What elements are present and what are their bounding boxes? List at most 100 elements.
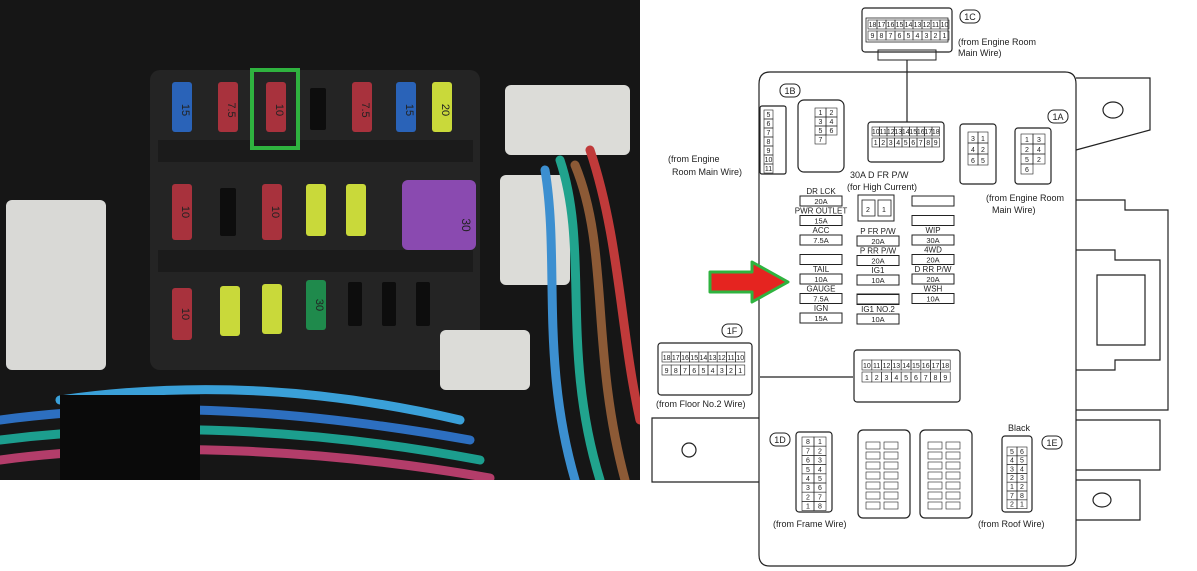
pin-label: 5	[806, 467, 810, 474]
fuse-amperage: 7.5A	[813, 236, 828, 245]
mount-bracket-lower-right	[1076, 419, 1161, 471]
fuse-slot	[911, 215, 955, 226]
pin-label: 14	[700, 355, 708, 362]
pin-label: 10	[765, 157, 773, 164]
pin-label: 5	[818, 476, 822, 483]
pin-label: 5	[981, 158, 985, 165]
pin-cell	[865, 471, 881, 480]
connector-bottom-center-b	[919, 429, 973, 519]
pin-label: 5	[701, 368, 705, 375]
photo-fuse-label: 30	[313, 299, 325, 311]
photo-fuse	[266, 82, 286, 132]
pin-cell	[1016, 499, 1028, 509]
fuse-name: ACC	[813, 226, 830, 235]
fuse-amperage: 10A	[871, 276, 884, 285]
pin-label: 2	[830, 110, 834, 117]
pin-cell	[813, 501, 827, 511]
pin-label: 7	[767, 130, 771, 137]
pin-label: 7	[819, 137, 823, 144]
high-current-line1: 30A D FR P/W	[850, 170, 909, 180]
photo-fuse	[346, 184, 366, 236]
pin-cell	[945, 441, 961, 450]
photo-fuse	[172, 184, 192, 240]
pin-cell	[945, 501, 961, 510]
pin-label: 6	[971, 158, 975, 165]
connector-source: (from Roof Wire)	[978, 519, 1045, 529]
fuse-name: D RR P/W	[915, 265, 952, 274]
photo-fuse-label: 10	[179, 206, 191, 218]
connector-source: (from Frame Wire)	[773, 519, 847, 529]
pin-cell	[883, 481, 899, 490]
pin-label: 18	[663, 355, 671, 362]
pin-label: 11	[765, 166, 772, 173]
fuse-slot	[799, 234, 843, 246]
fuse-slot	[911, 195, 955, 207]
pin-label: 3	[806, 485, 810, 492]
pin-label: 2	[1010, 475, 1014, 482]
connector-source-line1: (from Engine Room	[986, 193, 1064, 203]
fuse-slot	[856, 293, 900, 305]
fuse-amperage: 30A	[926, 236, 939, 245]
pin-label: 16	[887, 22, 895, 29]
box-outline	[758, 71, 1077, 567]
pin-label: 1	[874, 140, 878, 147]
pin-cell	[735, 364, 746, 376]
pin-cell	[735, 351, 746, 363]
pin-label: 4	[1010, 458, 1014, 465]
pin-cell	[883, 441, 899, 450]
red-arrow	[708, 260, 790, 304]
pin-label: 9	[934, 140, 938, 147]
pin-label: 8	[934, 375, 938, 382]
photo-fuse-label: 10	[273, 104, 285, 116]
pin-cell	[940, 371, 951, 383]
pin-cell	[883, 501, 899, 510]
pin-label: 16	[917, 129, 925, 136]
fuse-slot	[911, 273, 955, 285]
fuse-amperage: 20A	[926, 256, 939, 265]
photo-large-fuse-label: 30	[459, 218, 473, 232]
fuse-slot	[856, 235, 900, 247]
fuse-name: 4WD	[924, 246, 942, 255]
pin-label: 6	[898, 33, 902, 40]
pin-label: 6	[1020, 449, 1024, 456]
mount-bracket-bottom-right	[1076, 479, 1141, 521]
pin-label: 8	[926, 140, 930, 147]
pin-label: 3	[889, 140, 893, 147]
pin-label: 7	[818, 494, 822, 501]
fuse-name: GAUGE	[807, 285, 836, 294]
connector-source-line2: Main Wire)	[958, 48, 1002, 58]
pin-label: 11	[880, 129, 887, 136]
pin-cell	[945, 461, 961, 470]
pin-label: 17	[878, 22, 886, 29]
fuse-slot	[799, 312, 843, 324]
fuse-name: WSH	[924, 285, 943, 294]
pin-label: 2	[934, 33, 938, 40]
fuse-slot	[911, 254, 955, 265]
pin-cell	[883, 451, 899, 460]
photo-fuse-label: 7.5	[225, 102, 237, 117]
pin-label: 2	[729, 368, 733, 375]
pin-label: 1	[865, 375, 869, 382]
photo-fuse	[396, 82, 416, 132]
pin-label: 10	[863, 363, 871, 370]
pin-label: 6	[818, 485, 822, 492]
connector-tag-label: 1D	[774, 435, 786, 445]
pin-cell	[927, 471, 943, 480]
pin-label: 2	[1037, 157, 1041, 164]
fuse-box-photo: 15 7.5 10 7.5 15 20 10 10 30 10 30	[0, 0, 640, 480]
fuse-amperage: 15A	[814, 314, 827, 323]
pin-cell	[883, 471, 899, 480]
pin-label: 7	[919, 140, 923, 147]
pin-label: 1	[1010, 484, 1014, 491]
fuse-slot	[799, 273, 843, 285]
pin-cell	[763, 163, 774, 174]
pin-label: 4	[830, 119, 834, 126]
pin-cell	[883, 491, 899, 500]
pin-label: 15	[690, 355, 698, 362]
pin-label: 5	[819, 128, 823, 135]
fuse-name: PWR OUTLET	[795, 207, 848, 216]
